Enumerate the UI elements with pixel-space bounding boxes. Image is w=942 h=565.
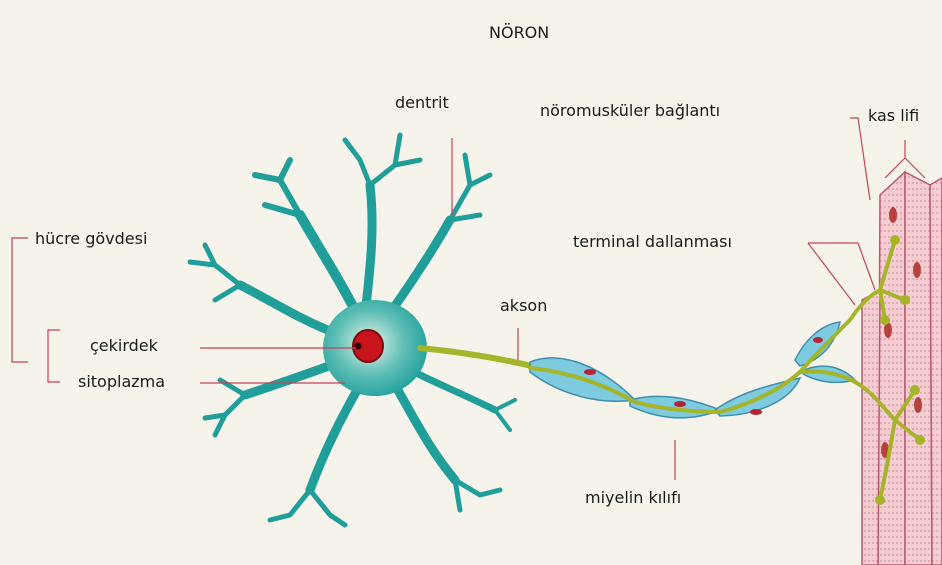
label-kas-lifi: kas lifi — [868, 108, 919, 124]
leader-noromuskuler — [850, 118, 870, 200]
label-sitoplazma: sitoplazma — [78, 374, 165, 390]
diagram-title: NÖRON — [489, 25, 549, 41]
label-dentrit: dentrit — [395, 95, 449, 111]
muscle-fiber — [878, 172, 905, 565]
label-miyelin-kilifi: miyelin kılıfı — [585, 490, 681, 506]
muscle-nucleus — [889, 207, 897, 223]
label-hucre-govdesi: hücre gövdesi — [35, 231, 147, 247]
leader-terminal-2 — [808, 243, 855, 305]
bracket-cekirdek-sitoplazma — [48, 330, 60, 382]
muscle-nucleus — [913, 262, 921, 278]
leader-terminal — [808, 243, 875, 290]
muscle-nucleus — [914, 397, 922, 413]
muscle-fiber — [930, 178, 942, 565]
muscle-fibers — [862, 172, 942, 565]
label-terminal-dallanmasi: terminal dallanması — [573, 234, 732, 250]
muscle-fiber — [905, 172, 932, 565]
label-akson: akson — [500, 298, 547, 314]
axon — [420, 348, 540, 368]
muscle-fiber — [862, 290, 880, 565]
label-noromuskuler-baglanti: nöromusküler bağlantı — [540, 103, 720, 119]
label-cekirdek: çekirdek — [90, 338, 158, 354]
bracket-hucre-govdesi — [12, 238, 28, 362]
